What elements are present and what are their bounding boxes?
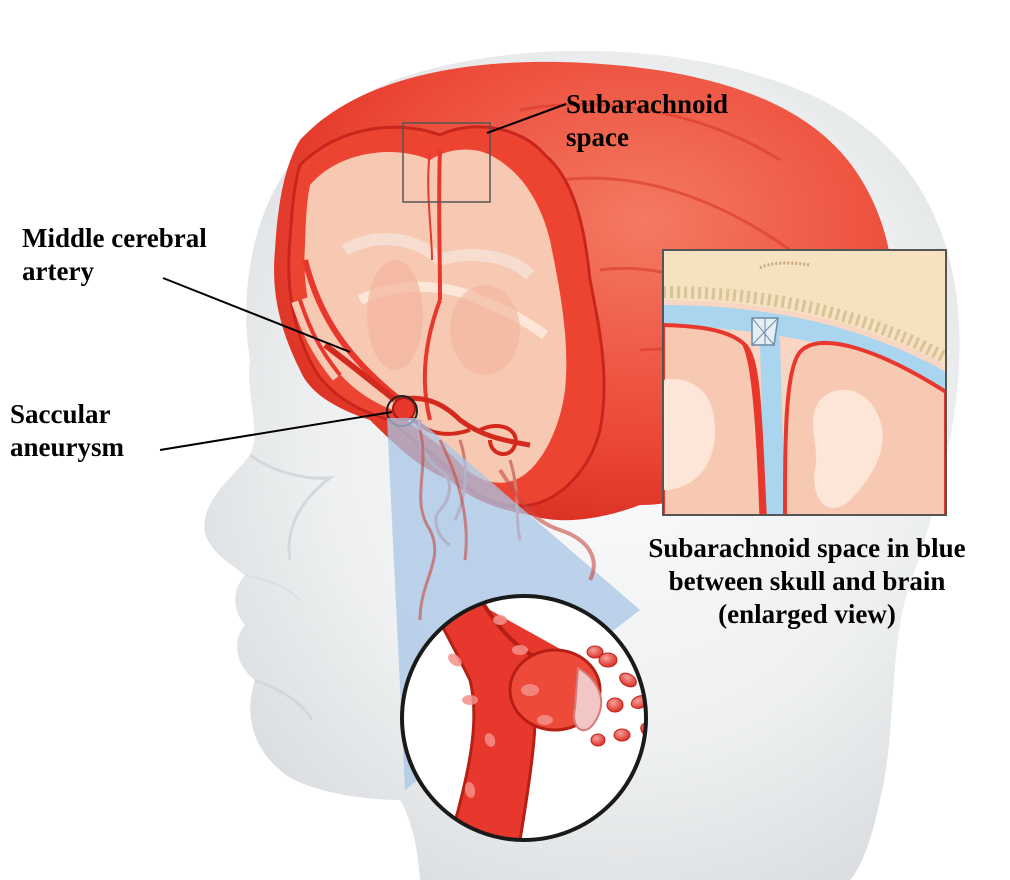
inset-enlarged-view <box>663 250 946 520</box>
label-subarachnoid-line-1: Subarachnoid <box>566 88 728 121</box>
label-saccular-line-2: aneurysm <box>10 431 124 464</box>
label-subarachnoid-space: Subarachnoid space <box>566 88 728 154</box>
inset-caption: Subarachnoid space in blue between skull… <box>622 532 992 631</box>
inset-caption-line-1: Subarachnoid space in blue <box>622 532 992 565</box>
label-saccular-line-1: Saccular <box>10 398 124 431</box>
label-middle-cerebral-artery: Middle cerebral artery <box>22 222 207 288</box>
label-subarachnoid-line-2: space <box>566 121 728 154</box>
inset-caption-line-2: between skull and brain <box>622 565 992 598</box>
label-saccular-aneurysm: Saccular aneurysm <box>10 398 124 464</box>
label-mca-line-2: artery <box>22 255 207 288</box>
inset-caption-line-3: (enlarged view) <box>622 598 992 631</box>
label-mca-line-1: Middle cerebral <box>22 222 207 255</box>
